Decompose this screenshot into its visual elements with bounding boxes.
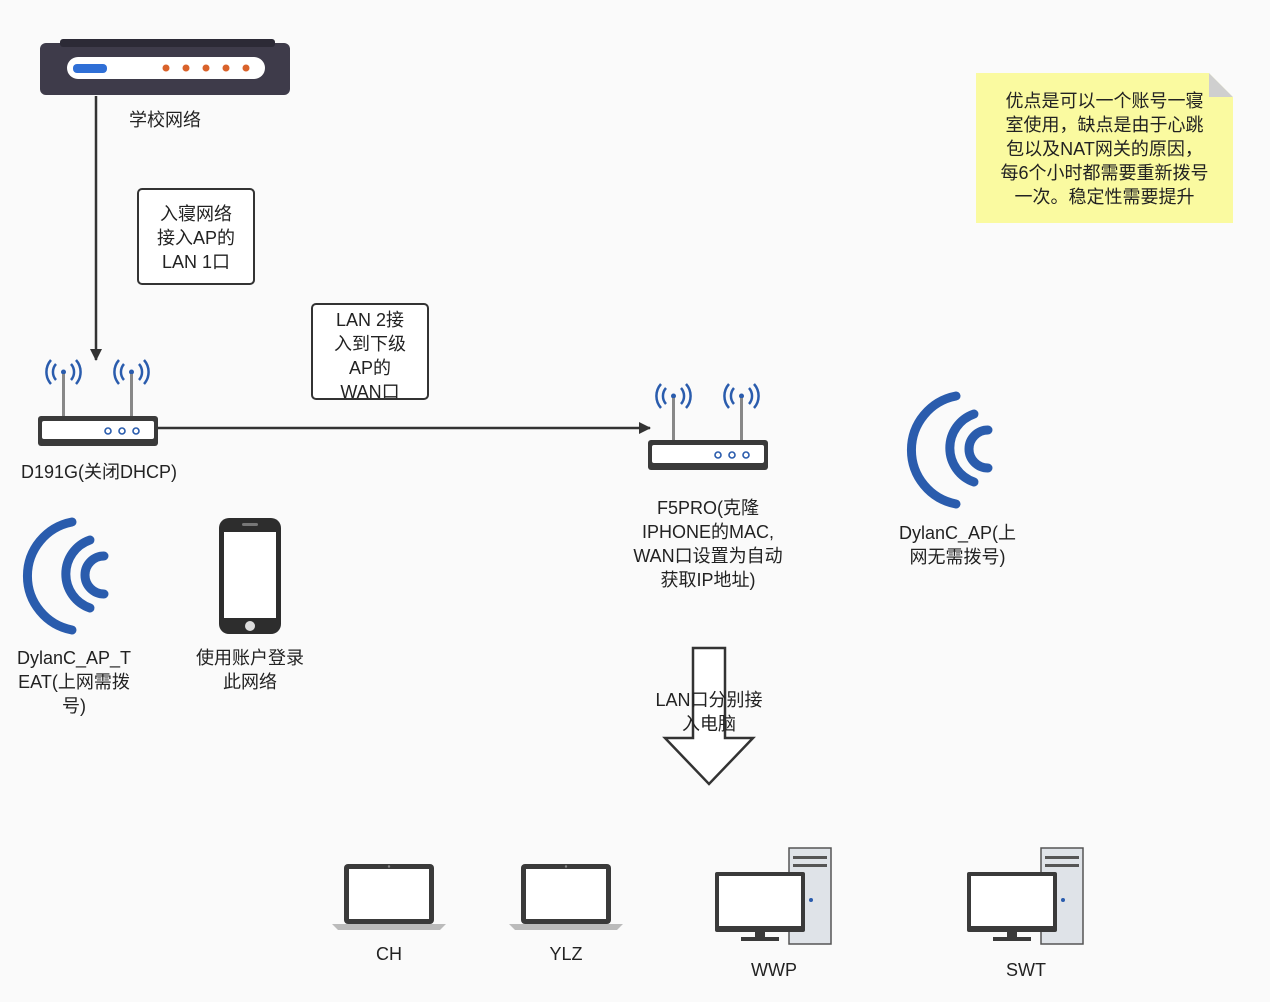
lan2-wan-box: LAN 2接 入到下级 AP的 WAN口 (311, 303, 429, 400)
d191g-label: D191G(关闭DHCP) (20, 462, 178, 482)
arrow-down-icon (662, 646, 756, 786)
note-fold-icon (1209, 73, 1233, 97)
dylanc-ap-teat-label: DylanC_AP_T EAT(上网需拨 号) (16, 648, 132, 716)
wifi-icon (23, 517, 109, 635)
dylanc-ap-label: DylanC_AP(上 网无需拨号) (898, 523, 1017, 567)
ylz-label: YLZ (549, 944, 583, 964)
phone-icon (219, 518, 281, 634)
wifi-icon (907, 391, 993, 509)
laptop-icon (509, 864, 623, 930)
swt-label: SWT (1006, 960, 1046, 980)
wwp-label: WWP (751, 960, 797, 980)
note: 优点是可以一个账号一寝 室使用，缺点是由于心跳 包以及NAT网关的原因， 每6个… (976, 73, 1233, 223)
dorm-lan1-box: 入寝网络 接入AP的 LAN 1口 (137, 188, 255, 285)
school-network-label: 学校网络 (129, 110, 201, 130)
router-icon (648, 383, 768, 470)
phone-label: 使用账户登录 此网络 (196, 648, 304, 692)
modem-icon (40, 39, 290, 95)
laptop-icon (332, 864, 446, 930)
ch-label: CH (376, 944, 402, 964)
lan-arrow-label: LAN口分别接 入电脑 (655, 690, 763, 734)
desktop-icon (715, 847, 832, 945)
f5pro-label: F5PRO(克隆 IPHONE的MAC, WAN口设置为自动 获取IP地址) (633, 498, 783, 590)
desktop-icon (967, 847, 1084, 945)
router-icon (38, 359, 158, 446)
